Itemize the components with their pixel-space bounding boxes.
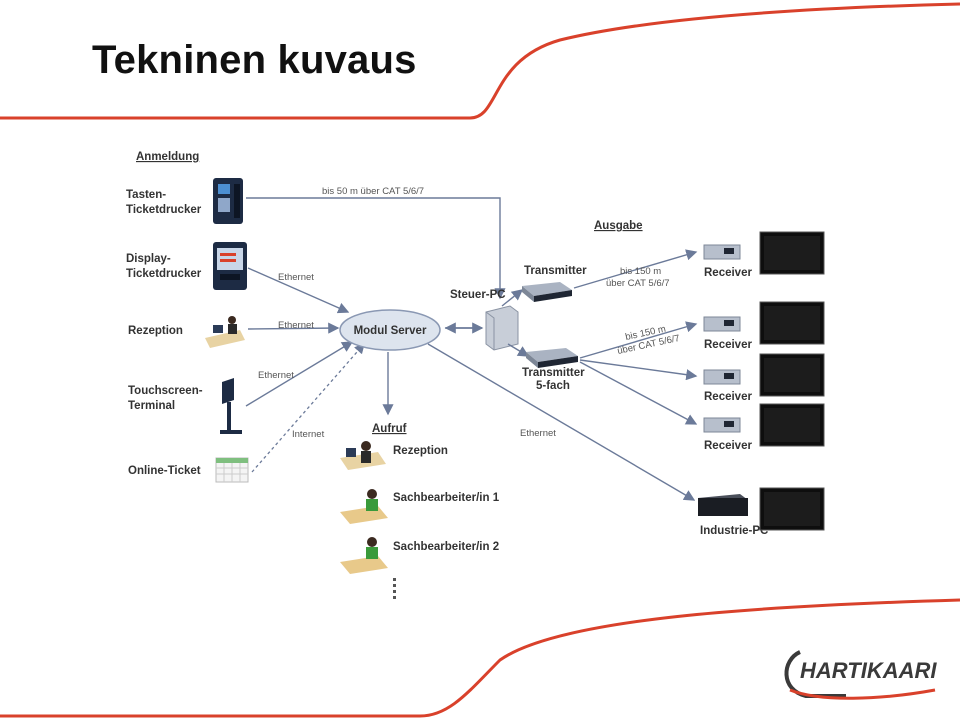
display-ticketdrucker-label: Display-Ticketdrucker xyxy=(126,253,202,280)
receiver-label-4: Receiver xyxy=(704,440,752,452)
tower-pc-icon xyxy=(485,305,519,351)
aufruf-item-2: Sachbearbeiter/in 1 xyxy=(393,492,500,504)
receiver-label-3: Receiver xyxy=(704,391,752,403)
hartikaari-logo: HARTIKAARI xyxy=(784,650,937,700)
calendar-icon xyxy=(215,457,249,483)
logo-text: HARTIKAARI xyxy=(800,658,937,683)
receiver-label-2: Receiver xyxy=(704,339,752,351)
touchscreen-terminal-icon xyxy=(220,378,242,434)
industrie-pc-icon xyxy=(698,494,748,516)
monitor-icon xyxy=(759,403,825,447)
touchscreen-terminal-label: Touchscreen-Terminal xyxy=(128,385,203,412)
aufruf-item-3: Sachbearbeiter/in 2 xyxy=(393,541,499,553)
monitor-icon xyxy=(759,487,825,531)
cat-150m-label-1-line2: über CAT 5/6/7 xyxy=(606,278,670,289)
ethernet-label-2: Ethernet xyxy=(278,320,314,331)
top-swoosh xyxy=(0,2,960,120)
receiver-device-icon xyxy=(703,369,741,385)
receiver-label-1: Receiver xyxy=(704,267,752,279)
monitor-icon xyxy=(759,301,825,345)
cat-150m-label-1-line1: bis 150 m xyxy=(620,266,661,277)
slide-title: Tekninen kuvaus xyxy=(92,38,417,82)
receiver-device-icon xyxy=(703,244,741,260)
ellipsis-dots-icon xyxy=(393,578,396,599)
transmitter-device-icon xyxy=(522,282,572,302)
receiver-device-icon xyxy=(703,417,741,433)
workstation-icon xyxy=(340,489,388,524)
modul-server-node: Modul Server xyxy=(339,309,441,351)
anmeldung-heading: Anmeldung xyxy=(136,151,199,163)
ethernet-label-3: Ethernet xyxy=(258,370,294,381)
internet-label: Internet xyxy=(292,429,325,440)
modul-server-label: Modul Server xyxy=(354,325,427,337)
reception-desk-icon xyxy=(205,316,245,348)
ethernet-label-4: Ethernet xyxy=(520,428,556,439)
monitor-icon xyxy=(759,353,825,397)
ethernet-label-1: Ethernet xyxy=(278,272,314,283)
rezeption-label: Rezeption xyxy=(128,325,183,337)
industrie-pc-label: Industrie-PC xyxy=(700,525,768,537)
bottom-swoosh xyxy=(0,598,960,718)
aufruf-heading: Aufruf xyxy=(372,423,407,435)
aufruf-item-1: Rezeption xyxy=(393,445,448,457)
transmitter-5fach-device-icon xyxy=(526,348,578,368)
display-kiosk-icon xyxy=(213,242,247,290)
workstation-icon xyxy=(340,537,388,574)
receiver-device-icon xyxy=(703,316,741,332)
steuer-pc-label: Steuer-PC xyxy=(450,289,506,301)
cat-50m-label: bis 50 m über CAT 5/6/7 xyxy=(322,186,424,197)
online-ticket-label: Online-Ticket xyxy=(128,465,201,477)
transmitter-label: Transmitter xyxy=(524,265,587,277)
ticket-kiosk-icon xyxy=(213,178,243,224)
monitor-icon xyxy=(759,231,825,275)
workstation-icon xyxy=(340,441,386,470)
ausgabe-heading: Ausgabe xyxy=(594,220,643,232)
tasten-ticketdrucker-label: Tasten-Ticketdrucker xyxy=(126,189,202,216)
